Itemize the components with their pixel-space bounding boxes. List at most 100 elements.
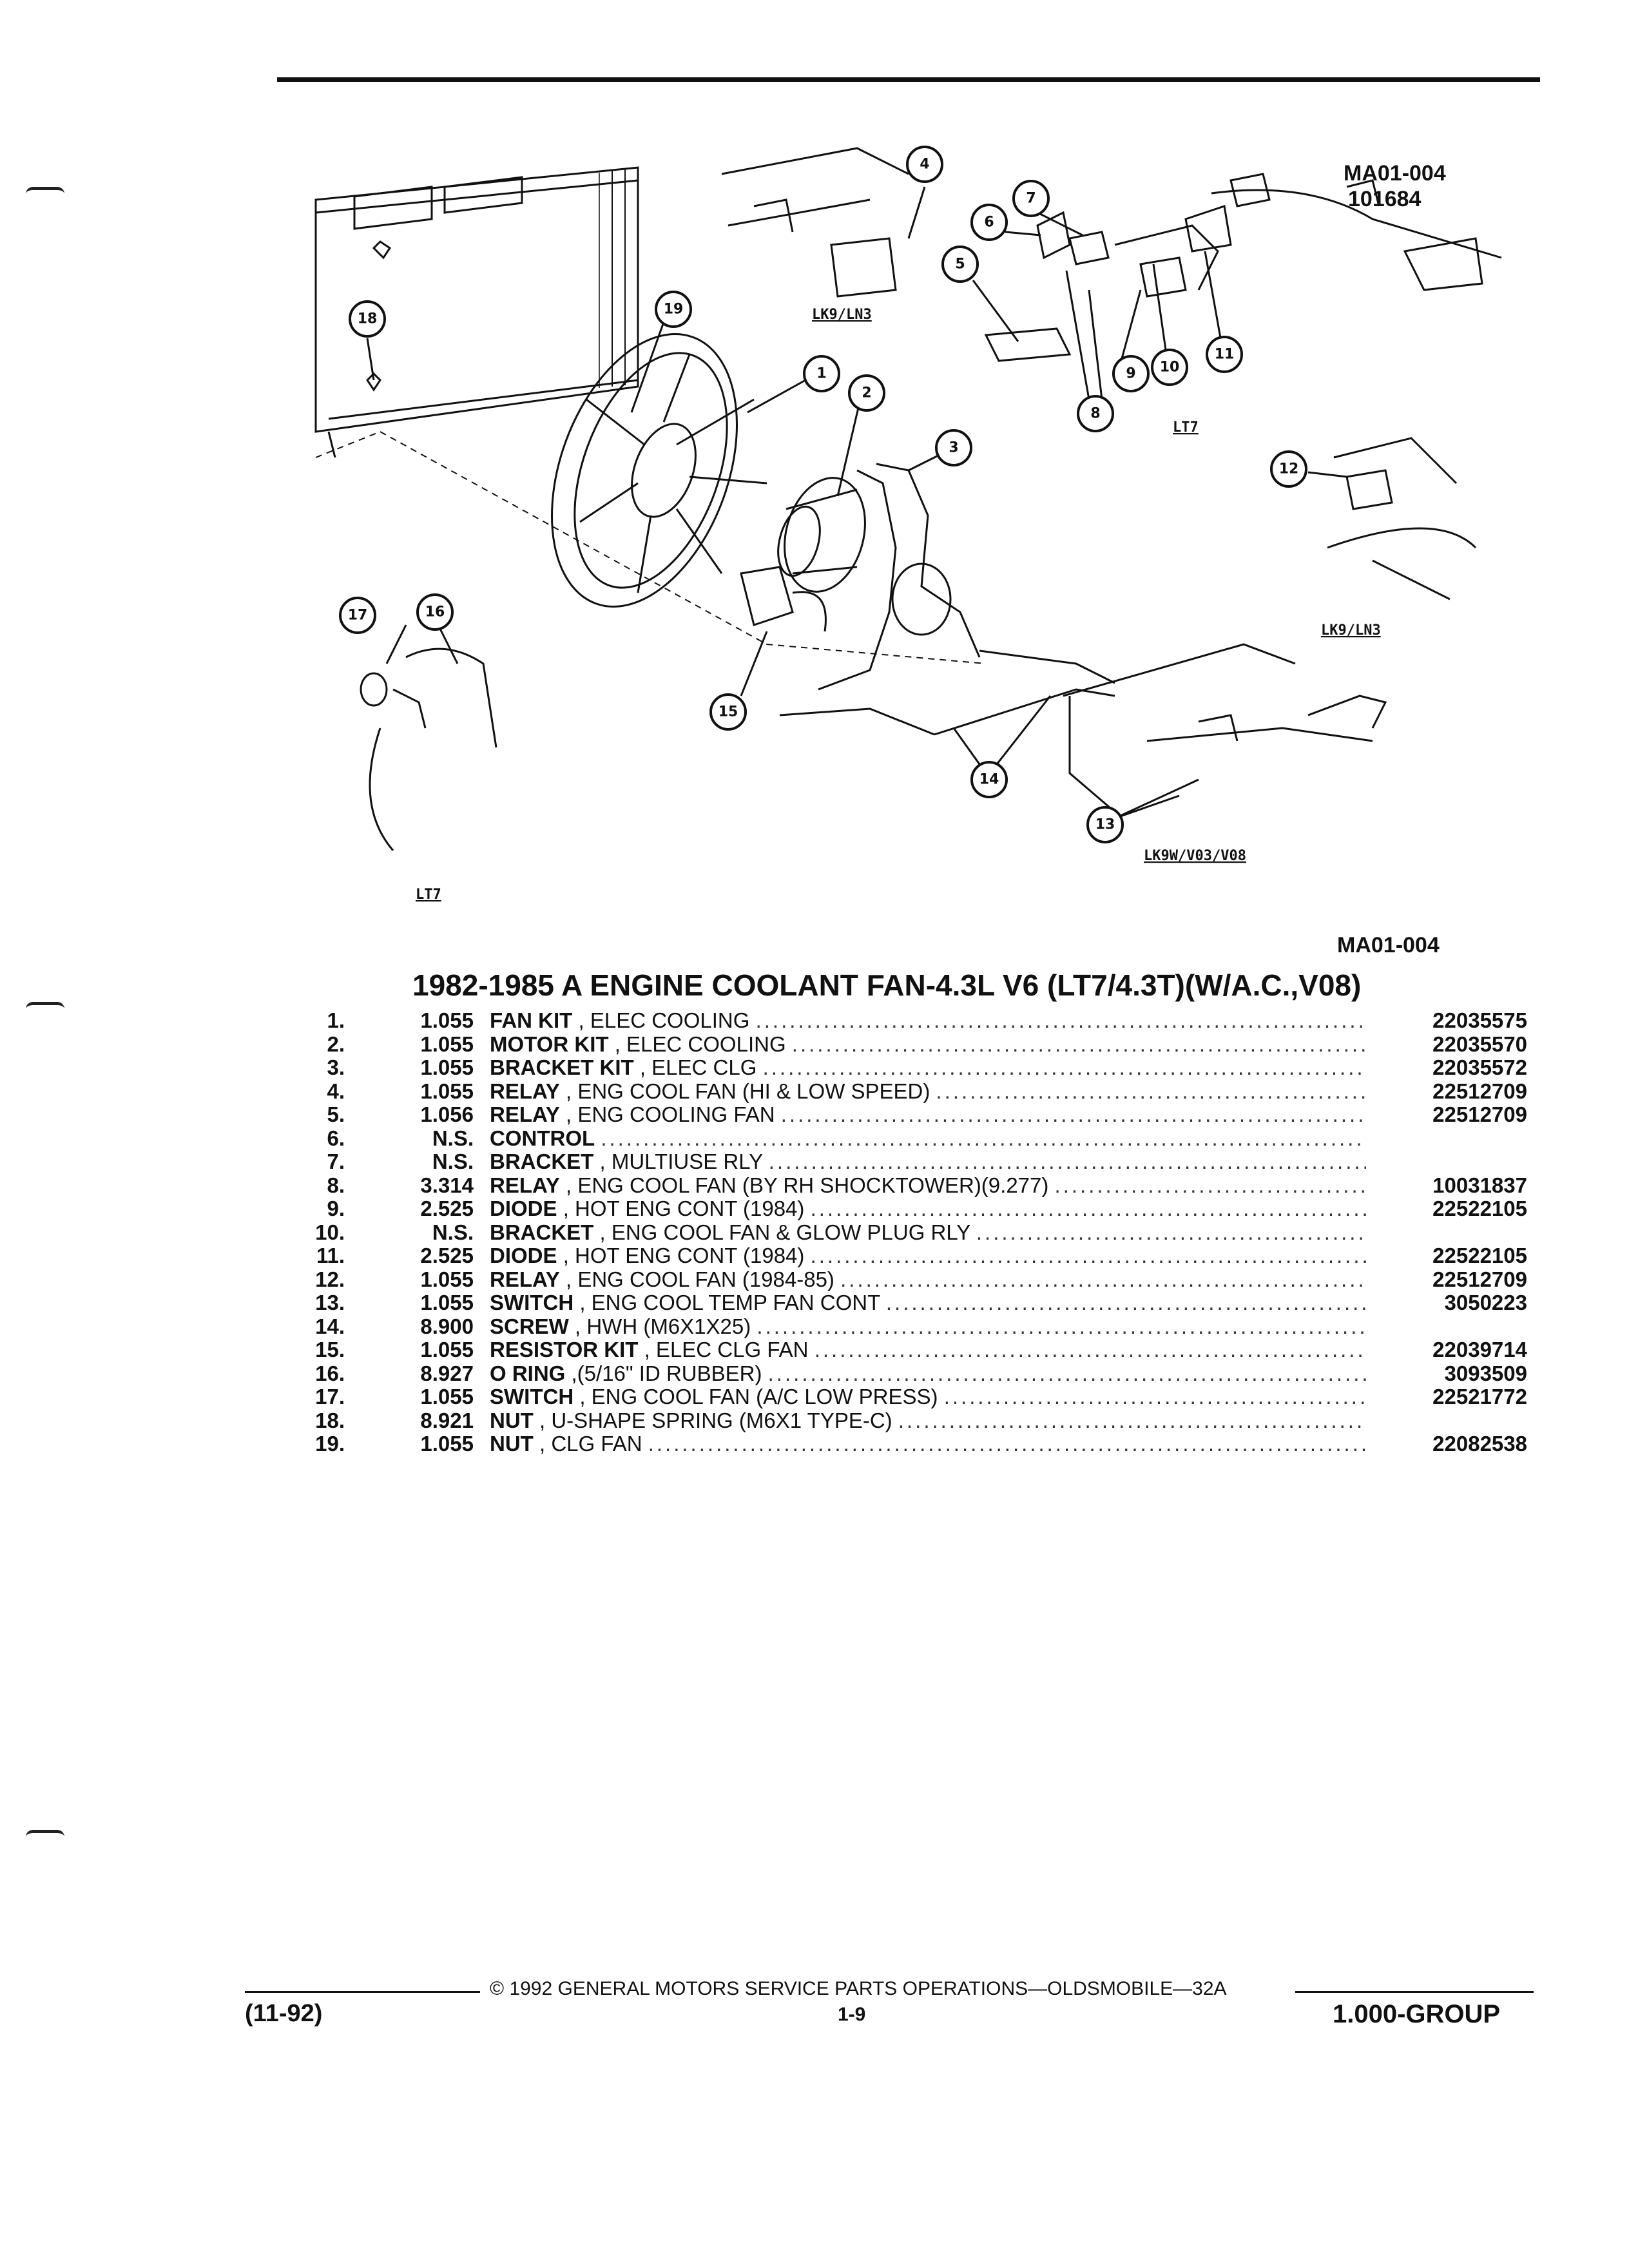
item-number: 13.	[315, 1291, 345, 1314]
part-detail: , ENG COOL TEMP FAN CONT	[579, 1291, 880, 1314]
callout-5: 5	[955, 256, 965, 273]
part-description: FAN KIT , ELEC COOLING .................…	[490, 1009, 1366, 1032]
part-name: BRACKET	[490, 1220, 594, 1244]
leader-dots: ........................................…	[885, 1291, 1366, 1314]
group-number: 1.055	[420, 1079, 474, 1103]
group-number: 2.525	[420, 1244, 474, 1267]
part-name: BRACKET	[490, 1150, 594, 1173]
leader-dots: ........................................…	[936, 1079, 1366, 1103]
leader-dots: ........................................…	[840, 1267, 1366, 1291]
callout-3: 3	[949, 440, 958, 456]
item-number: 1.	[327, 1008, 345, 1032]
label-lk9w-v03-v08: LK9W/V03/V08	[1144, 848, 1246, 864]
motor-drawing	[777, 477, 866, 593]
part-number: 22082538	[1432, 1432, 1527, 1456]
part-name: SCREW	[490, 1314, 569, 1338]
part-name: FAN KIT	[490, 1009, 573, 1032]
relay-area-drawing	[721, 147, 1502, 362]
resistor-drawing	[740, 566, 827, 632]
label-lk9-ln3-top: LK9/LN3	[812, 307, 872, 323]
part-detail: , HOT ENG CONT (1984)	[563, 1197, 805, 1220]
leader-dots: ........................................…	[898, 1408, 1366, 1432]
parts-list-row: 7.N.S.BRACKET , MULTIUSE RLY ...........…	[309, 1150, 1527, 1174]
part-number: 22521772	[1432, 1385, 1527, 1408]
footer-page-number: 1-9	[838, 2004, 866, 2025]
footer-rule-left	[245, 1991, 480, 1993]
item-number: 4.	[327, 1079, 345, 1103]
group-number: N.S.	[432, 1220, 474, 1244]
section-ref-code: MA01-004	[1337, 933, 1440, 957]
part-name: BRACKET KIT	[490, 1056, 634, 1079]
part-name: RESISTOR KIT	[490, 1338, 639, 1361]
part-detail: , ENG COOL FAN & GLOW PLUG RLY	[599, 1220, 970, 1244]
part-description: CONTROL ................................…	[490, 1127, 1366, 1150]
radiator-drawing	[314, 166, 639, 458]
group-number: 1.055	[420, 1338, 474, 1361]
binder-hole-mark	[26, 1830, 64, 1837]
callout-15: 15	[718, 704, 738, 720]
part-description: RELAY , ENG COOL FAN (HI & LOW SPEED) ..…	[490, 1080, 1366, 1103]
callout-16: 16	[425, 604, 445, 620]
part-detail: ,(5/16" ID RUBBER)	[571, 1361, 762, 1385]
part-detail: , ELEC COOLING	[614, 1032, 786, 1056]
callout-8: 8	[1090, 406, 1100, 422]
part-detail: , ENG COOLING FAN	[566, 1103, 775, 1126]
item-number: 11.	[316, 1244, 345, 1267]
part-description: NUT , U-SHAPE SPRING (M6X1 TYPE-C) .....…	[490, 1409, 1366, 1432]
part-number: 3050223	[1444, 1291, 1527, 1314]
leader-dots: ........................................…	[768, 1150, 1366, 1173]
part-number: 22522105	[1432, 1244, 1527, 1267]
part-name: NUT	[490, 1432, 534, 1456]
part-number: 22512709	[1432, 1102, 1527, 1126]
group-number: 1.056	[420, 1102, 474, 1126]
part-description: DIODE , HOT ENG CONT (1984) ............…	[490, 1244, 1366, 1267]
callout-4: 4	[920, 157, 929, 173]
part-description: RELAY , ENG COOLING FAN ................…	[490, 1103, 1366, 1126]
leader-dots: ........................................…	[755, 1009, 1366, 1032]
group-number: 1.055	[420, 1385, 474, 1408]
label-lt7-bottom: LT7	[416, 887, 441, 902]
part-detail: , U-SHAPE SPRING (M6X1 TYPE-C)	[539, 1408, 892, 1432]
group-number: 1.055	[420, 1032, 474, 1056]
switch-drawing	[360, 648, 497, 851]
part-name: SWITCH	[490, 1291, 574, 1314]
page-title: 1982-1985 A ENGINE COOLANT FAN-4.3L V6 (…	[412, 968, 1362, 1002]
callout-19: 19	[664, 302, 684, 318]
part-description: SCREW , HWH (M6X1X25) ..................…	[490, 1315, 1366, 1338]
top-rule	[277, 77, 1540, 82]
part-description: BRACKET , ENG COOL FAN & GLOW PLUG RLY .…	[490, 1221, 1366, 1244]
callout-6: 6	[984, 215, 994, 231]
part-name: RELAY	[490, 1103, 560, 1126]
part-name: DIODE	[490, 1197, 557, 1220]
group-number: 8.900	[420, 1314, 474, 1338]
label-lt7-right: LT7	[1173, 419, 1199, 436]
part-description: MOTOR KIT , ELEC COOLING ...............…	[490, 1033, 1366, 1056]
callout-18: 18	[358, 311, 378, 327]
label-lk9-ln3-right: LK9/LN3	[1321, 622, 1381, 639]
part-detail: , MULTIUSE RLY	[599, 1150, 763, 1173]
footer-copyright: © 1992 GENERAL MOTORS SERVICE PARTS OPER…	[490, 1978, 1227, 1999]
item-number: 18.	[315, 1408, 345, 1432]
part-detail: , ENG COOL FAN (BY RH SHOCKTOWER)(9.277)	[566, 1173, 1049, 1197]
bracket-drawing	[779, 463, 1115, 736]
part-detail: , ENG COOL FAN (1984-85)	[566, 1267, 834, 1291]
leader-dots: ........................................…	[943, 1385, 1366, 1408]
leader-dots: ........................................…	[791, 1032, 1366, 1056]
callout-17: 17	[348, 608, 368, 624]
group-number: 8.927	[420, 1361, 474, 1385]
binder-hole-mark	[26, 1002, 64, 1009]
leader-dots: ........................................…	[601, 1126, 1366, 1150]
part-number: 10031837	[1432, 1173, 1527, 1197]
callout-10: 10	[1160, 360, 1180, 376]
part-description: BRACKET KIT , ELEC CLG .................…	[490, 1056, 1366, 1079]
relay-12-drawing	[1327, 437, 1477, 601]
part-name: RELAY	[490, 1079, 560, 1103]
part-number: 22035575	[1432, 1008, 1527, 1032]
item-number: 10.	[315, 1220, 345, 1244]
